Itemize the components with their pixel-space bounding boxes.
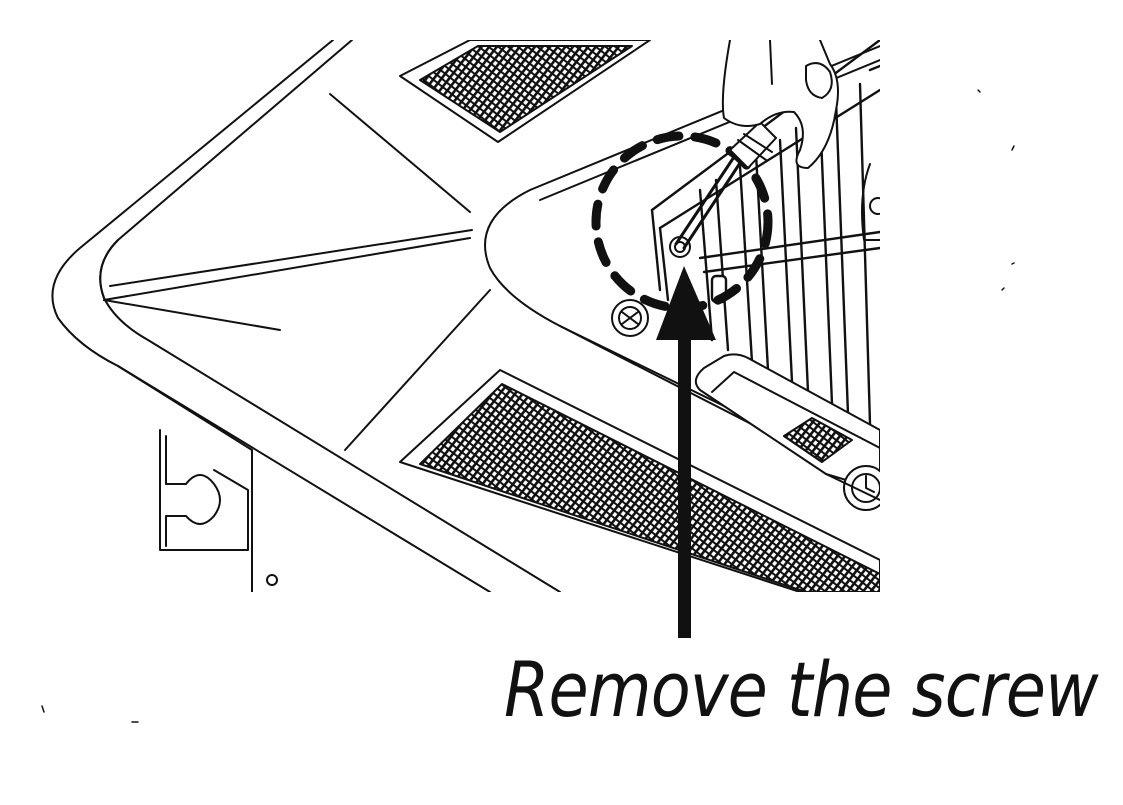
panel-edge: [825, 473, 880, 501]
clock-dial-icon: [843, 465, 880, 511]
hand-icon: [721, 40, 839, 169]
control-panel: [694, 353, 880, 491]
bottom-vent: [399, 369, 880, 592]
specks: [41, 89, 1015, 723]
mounting-bracket: [159, 429, 278, 586]
lower-screw-icon: [611, 299, 649, 337]
top-vent: [399, 40, 651, 143]
screwdriver-icon: [674, 121, 777, 250]
rack-dial: [861, 163, 880, 241]
instruction-caption: Remove the screw: [504, 645, 1099, 734]
screw-icon: [669, 236, 691, 258]
appliance-body-outline: [51, 40, 561, 592]
arrow-up-icon: [656, 266, 716, 638]
